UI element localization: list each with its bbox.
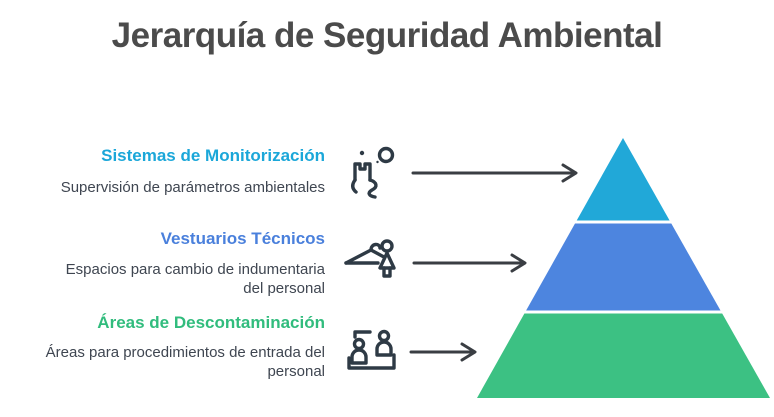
section-heading-vestuarios: Vestuarios Técnicos [160,229,325,248]
section-description-monitoring: Supervisión de parámetros ambientales [60,179,325,196]
page-title: Jerarquía de Seguridad Ambiental [111,16,663,55]
personnel-entry-icon [342,321,402,379]
section-heading-monitoring: Sistemas de Monitorización [101,146,325,165]
section-description-descontaminacion: Áreas para procedimientos de entrada del… [45,344,325,380]
pyramid-middle-level [526,223,721,311]
changing-room-icon [342,233,400,289]
pyramid-top-level [576,138,670,221]
pyramid-bottom-level [477,313,770,398]
arrow-to-middle-level [411,251,533,280]
section-heading-descontaminacion: Áreas de Descontaminación [97,313,325,332]
section-description-vestuarios: Espacios para cambio de indumentaria del… [65,261,325,297]
arrow-to-bottom-level [408,340,484,369]
supervisor-monitoring-icon [346,145,402,201]
arrow-to-top-level [410,161,584,190]
